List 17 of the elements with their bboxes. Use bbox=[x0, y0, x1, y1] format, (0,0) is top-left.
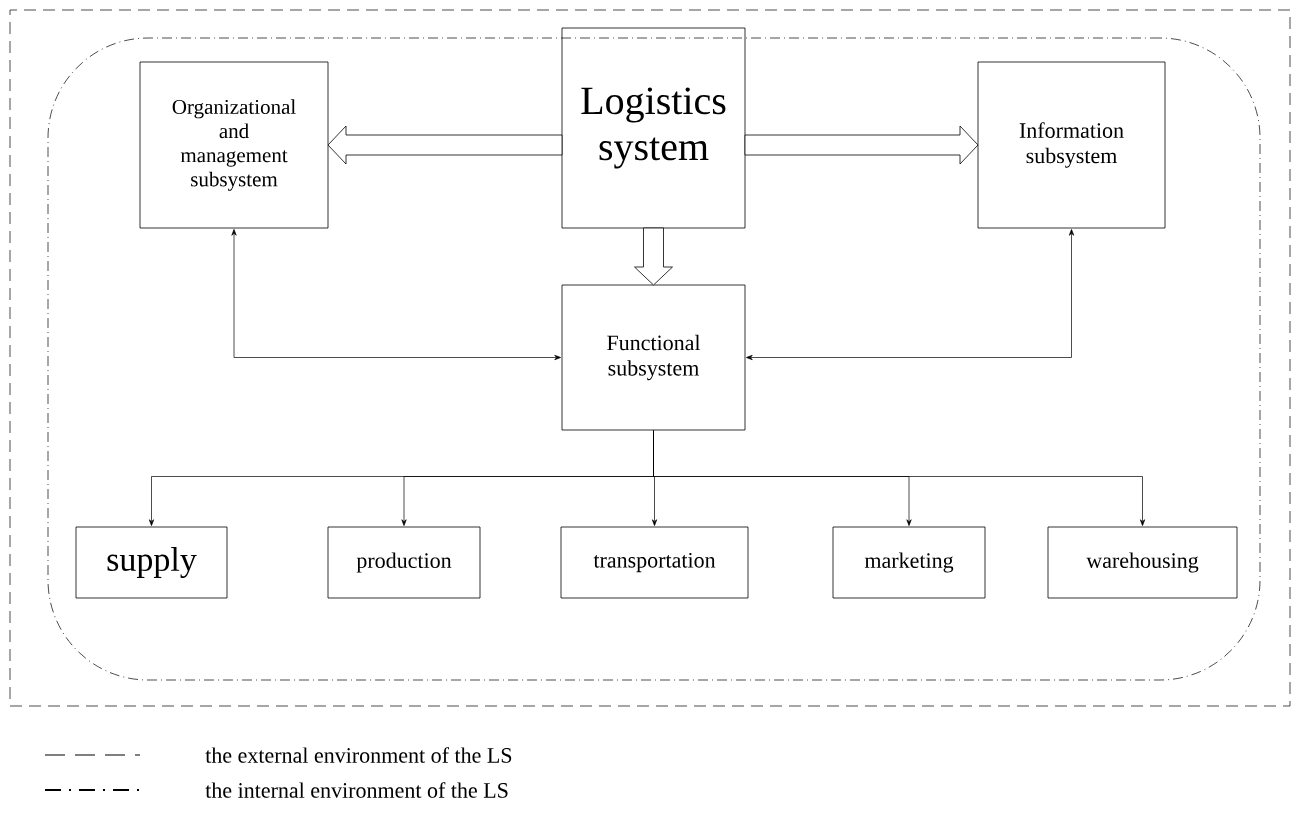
process-box: Logistics system bbox=[561, 27, 746, 229]
process-box: warehousing bbox=[1047, 526, 1238, 599]
process-box: marketing bbox=[832, 526, 986, 599]
process-box: Functional subsystem bbox=[561, 284, 746, 431]
arrow bbox=[653, 430, 1146, 526]
process-box: supply bbox=[75, 526, 228, 599]
process-box: production bbox=[327, 526, 481, 599]
block-arrow bbox=[327, 125, 563, 165]
legend-text: the internal environment of the LS bbox=[205, 782, 508, 798]
arrow bbox=[231, 229, 561, 361]
process-box: Organizational and management subsystem bbox=[139, 61, 329, 229]
block-arrow bbox=[744, 125, 979, 165]
process-box: Information subsystem bbox=[977, 61, 1166, 229]
block-arrow bbox=[634, 227, 673, 286]
process-box: transportation bbox=[560, 526, 749, 599]
legend-text: the external environment of the LS bbox=[205, 747, 512, 763]
arrow bbox=[746, 229, 1075, 361]
